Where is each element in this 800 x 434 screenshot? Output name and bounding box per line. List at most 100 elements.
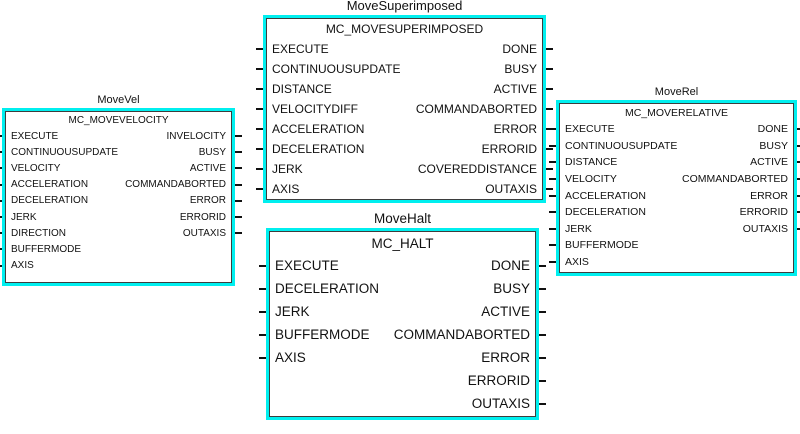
input-pin-buffermode[interactable]: BUFFERMODE <box>275 327 370 342</box>
input-pin-jerk[interactable]: JERK <box>11 211 37 223</box>
input-pin-tick[interactable] <box>259 333 266 336</box>
output-pin-busy[interactable]: BUSY <box>759 139 788 152</box>
input-pin-continuousupdate[interactable]: CONTINUOUSUPDATE <box>272 62 401 76</box>
output-pin-tick[interactable] <box>235 216 242 219</box>
output-pin-tick[interactable] <box>235 199 242 202</box>
input-pin-tick[interactable] <box>259 310 266 313</box>
input-pin-acceleration[interactable]: ACCELERATION <box>272 122 365 136</box>
output-pin-tick[interactable] <box>546 168 553 170</box>
input-pin-tick[interactable] <box>0 199 2 202</box>
input-pin-deceleration[interactable]: DECELERATION <box>275 281 380 296</box>
input-pin-velocity[interactable]: VELOCITY <box>565 173 617 186</box>
input-pin-execute[interactable]: EXECUTE <box>275 258 339 273</box>
output-pin-error[interactable]: ERROR <box>493 122 537 136</box>
output-pin-outaxis[interactable]: OUTAXIS <box>485 182 537 196</box>
input-pin-velocitydiff[interactable]: VELOCITYDIFF <box>272 102 359 116</box>
output-pin-outaxis[interactable]: OUTAXIS <box>742 222 788 235</box>
input-pin-direction[interactable]: DIRECTION <box>11 227 66 239</box>
output-pin-tick[interactable] <box>797 144 800 147</box>
input-pin-axis[interactable]: AXIS <box>11 260 34 272</box>
output-pin-tick[interactable] <box>797 194 800 197</box>
output-pin-errorid[interactable]: ERRORID <box>481 142 537 156</box>
input-pin-continuousupdate[interactable]: CONTINUOUSUPDATE <box>565 139 678 152</box>
input-pin-tick[interactable] <box>256 88 263 90</box>
output-pin-covereddistance[interactable]: COVEREDDISTANCE <box>417 162 537 176</box>
output-pin-tick[interactable] <box>546 188 553 190</box>
input-pin-tick[interactable] <box>256 188 263 190</box>
input-pin-tick[interactable] <box>256 48 263 50</box>
output-pin-tick[interactable] <box>539 379 546 382</box>
output-pin-tick[interactable] <box>539 333 546 336</box>
output-pin-active[interactable]: ACTIVE <box>750 156 788 169</box>
output-pin-tick[interactable] <box>546 88 553 90</box>
input-pin-acceleration[interactable]: ACCELERATION <box>565 189 646 202</box>
output-pin-tick[interactable] <box>539 264 546 267</box>
output-pin-tick[interactable] <box>546 148 553 150</box>
output-pin-tick[interactable] <box>235 167 242 170</box>
input-pin-tick[interactable] <box>0 167 2 170</box>
input-pin-tick[interactable] <box>549 261 556 264</box>
input-pin-jerk[interactable]: JERK <box>275 304 310 319</box>
input-pin-axis[interactable]: AXIS <box>275 350 306 365</box>
input-pin-tick[interactable] <box>549 227 556 230</box>
input-pin-tick[interactable] <box>256 128 263 130</box>
input-pin-tick[interactable] <box>549 178 556 181</box>
output-pin-active[interactable]: ACTIVE <box>189 162 226 174</box>
input-pin-tick[interactable] <box>256 108 263 110</box>
input-pin-tick[interactable] <box>549 244 556 247</box>
output-pin-tick[interactable] <box>546 48 553 50</box>
input-pin-tick[interactable] <box>256 148 263 150</box>
input-pin-tick[interactable] <box>259 264 266 267</box>
input-pin-axis[interactable]: AXIS <box>272 182 300 196</box>
output-pin-tick[interactable] <box>797 161 800 164</box>
output-pin-errorid[interactable]: ERRORID <box>467 373 530 388</box>
input-pin-tick[interactable] <box>256 68 263 70</box>
output-pin-tick[interactable] <box>235 135 242 138</box>
output-pin-done[interactable]: DONE <box>757 123 788 136</box>
input-pin-execute[interactable]: EXECUTE <box>11 130 59 142</box>
output-pin-tick[interactable] <box>235 232 242 235</box>
input-pin-tick[interactable] <box>549 128 556 131</box>
input-pin-jerk[interactable]: JERK <box>565 222 592 235</box>
output-pin-tick[interactable] <box>797 227 800 230</box>
output-pin-tick[interactable] <box>539 310 546 313</box>
output-pin-commandaborted[interactable]: COMMANDABORTED <box>415 102 537 116</box>
input-pin-execute[interactable]: EXECUTE <box>565 123 615 136</box>
output-pin-busy[interactable]: BUSY <box>493 281 530 296</box>
input-pin-tick[interactable] <box>0 248 2 251</box>
input-pin-buffermode[interactable]: BUFFERMODE <box>11 243 81 255</box>
input-pin-buffermode[interactable]: BUFFERMODE <box>565 239 639 252</box>
output-pin-error[interactable]: ERROR <box>750 189 788 202</box>
input-pin-tick[interactable] <box>259 356 266 359</box>
input-pin-tick[interactable] <box>0 183 2 186</box>
output-pin-outaxis[interactable]: OUTAXIS <box>182 227 226 239</box>
output-pin-errorid[interactable]: ERRORID <box>739 206 788 219</box>
output-pin-tick[interactable] <box>797 178 800 181</box>
output-pin-outaxis[interactable]: OUTAXIS <box>471 396 530 411</box>
output-pin-tick[interactable] <box>546 108 553 110</box>
input-pin-tick[interactable] <box>256 168 263 170</box>
output-pin-tick[interactable] <box>235 151 242 154</box>
output-pin-tick[interactable] <box>797 211 800 214</box>
output-pin-active[interactable]: ACTIVE <box>493 82 537 96</box>
output-pin-tick[interactable] <box>797 128 800 131</box>
input-pin-tick[interactable] <box>549 194 556 197</box>
output-pin-commandaborted[interactable]: COMMANDABORTED <box>682 173 788 186</box>
input-pin-tick[interactable] <box>0 264 2 267</box>
output-pin-active[interactable]: ACTIVE <box>481 304 530 319</box>
input-pin-tick[interactable] <box>549 144 556 147</box>
input-pin-tick[interactable] <box>0 216 2 219</box>
input-pin-acceleration[interactable]: ACCELERATION <box>11 179 89 191</box>
output-pin-errorid[interactable]: ERRORID <box>179 211 226 223</box>
input-pin-tick[interactable] <box>549 211 556 214</box>
output-pin-tick[interactable] <box>539 287 546 290</box>
input-pin-distance[interactable]: DISTANCE <box>565 156 618 169</box>
output-pin-error[interactable]: ERROR <box>481 350 530 365</box>
input-pin-tick[interactable] <box>259 287 266 290</box>
